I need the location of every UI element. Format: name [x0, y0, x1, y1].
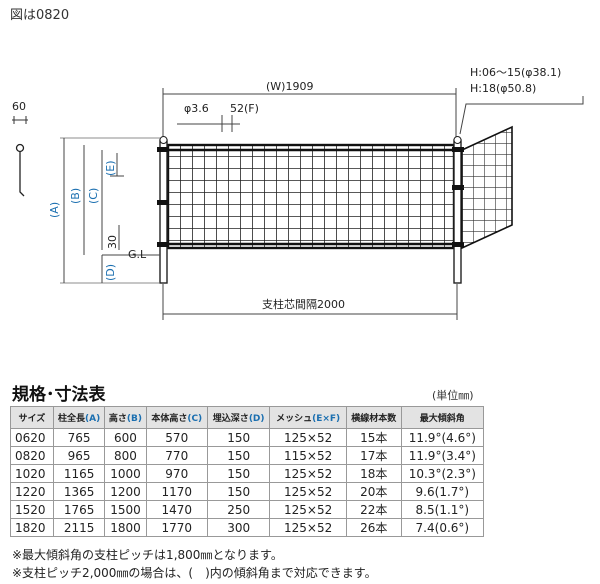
table-cell: 300 [206, 518, 271, 537]
table-cell: 970 [145, 464, 208, 483]
header-mesh: メッシュ(E×F) [269, 406, 347, 429]
table-cell: 0820 [10, 446, 54, 465]
table-cell: 125×52 [269, 518, 347, 537]
pitch-label: 52(F) [230, 102, 259, 115]
table-cell: 570 [145, 428, 208, 447]
note-2: ※支柱ピッチ2,000㎜の場合は、( )内の傾斜角まで対応できます。 [12, 566, 377, 580]
header-body-height: 本体高さ(C) [145, 406, 208, 429]
table-cell: 1470 [145, 500, 208, 519]
header-height: 高さ(B) [104, 406, 147, 429]
pole-width-label: 60 [12, 100, 26, 113]
dim-30-label: 30 [106, 235, 119, 249]
table-cell: 7.4(0.6°) [400, 518, 485, 537]
height-dimensions: (A) (B) (C) (E) 30 (D) G.L [48, 137, 160, 284]
table-cell: 125×52 [269, 428, 347, 447]
table-cell: 1800 [104, 518, 147, 537]
note-1: ※最大傾斜角の支柱ピッチは1,800㎜となります。 [12, 548, 283, 562]
table-cell: 1165 [52, 464, 106, 483]
table-cell: 1365 [52, 482, 106, 501]
table-cell: 800 [104, 446, 147, 465]
table-cell: 125×52 [269, 500, 347, 519]
dim-b-label: (B) [69, 188, 82, 204]
table-cell: 26本 [345, 518, 402, 537]
figure-caption: 図は0820 [10, 8, 70, 23]
dim-a-label: (A) [48, 202, 61, 218]
dim-c-label: (C) [87, 188, 100, 204]
header-wire-count: 横線材本数 [345, 406, 402, 429]
wire-dimension: φ3.6 52(F) [177, 102, 259, 132]
header-total-length: 柱全長(A) [52, 406, 106, 429]
dim-d-label: (D) [104, 264, 117, 281]
diameter-label-2: H:18(φ50.8) [470, 82, 536, 95]
table-cell: 10.3°(2.3°) [400, 464, 485, 483]
table-cell: 11.9°(3.4°) [400, 446, 485, 465]
pole-diameter-note: H:06～15(φ38.1) H:18(φ50.8) [459, 66, 584, 135]
table-cell: 17本 [345, 446, 402, 465]
table-cell: 600 [104, 428, 147, 447]
phi-label: φ3.6 [184, 102, 209, 115]
table-cell: 15本 [345, 428, 402, 447]
header-embed-depth: 埋込深さ(D) [206, 406, 271, 429]
spec-table: サイズ 柱全長(A) 高さ(B) 本体高さ(C) 埋込深さ(D) メッシュ(E×… [10, 406, 485, 537]
table-cell: 125×52 [269, 482, 347, 501]
table-cell: 1820 [10, 518, 54, 537]
header-max-angle: 最大傾斜角 [400, 406, 485, 429]
table-cell: 770 [145, 446, 208, 465]
fence-panel [157, 125, 513, 284]
table-cell: 125×52 [269, 464, 347, 483]
table-cell: 115×52 [269, 446, 347, 465]
table-cell: 1220 [10, 482, 54, 501]
table-cell: 965 [52, 446, 106, 465]
table-cell: 1200 [104, 482, 147, 501]
diameter-label-1: H:06～15(φ38.1) [470, 66, 561, 79]
table-cell: 1170 [145, 482, 208, 501]
table-cell: 150 [206, 464, 271, 483]
table-cell: 250 [206, 500, 271, 519]
table-cell: 1020 [10, 464, 54, 483]
table-cell: 11.9°(4.6°) [400, 428, 485, 447]
table-cell: 765 [52, 428, 106, 447]
table-cell: 20本 [345, 482, 402, 501]
table-cell: 150 [206, 428, 271, 447]
span-dimension: 支柱芯間隔2000 [162, 284, 458, 320]
table-cell: 22本 [345, 500, 402, 519]
width-label: (W)1909 [266, 80, 313, 93]
fence-diagram: 60 (W)1909 φ3.6 52(F) H:06～15(φ38.1) H:1… [12, 66, 584, 320]
unit-note: (単位㎜) [432, 389, 474, 402]
table-cell: 8.5(1.1°) [400, 500, 485, 519]
table-cell: 0620 [10, 428, 54, 447]
table-cell: 9.6(1.7°) [400, 482, 485, 501]
spec-header-row: サイズ 柱全長(A) 高さ(B) 本体高さ(C) 埋込深さ(D) メッシュ(E×… [10, 406, 485, 429]
table-cell: 150 [206, 446, 271, 465]
width-dimension: (W)1909 [162, 80, 457, 138]
table-cell: 1765 [52, 500, 106, 519]
spec-title: 規格･寸法表 [12, 385, 106, 405]
table-cell: 1500 [104, 500, 147, 519]
pole-detail: 60 [12, 100, 28, 197]
table-cell: 1000 [104, 464, 147, 483]
header-size: サイズ [10, 406, 54, 429]
span-label: 支柱芯間隔2000 [262, 297, 345, 311]
dim-e-label: (E) [104, 160, 117, 176]
ground-level-label: G.L [128, 248, 147, 261]
table-cell: 1520 [10, 500, 54, 519]
table-cell: 18本 [345, 464, 402, 483]
table-cell: 2115 [52, 518, 106, 537]
table-cell: 1770 [145, 518, 208, 537]
table-cell: 150 [206, 482, 271, 501]
